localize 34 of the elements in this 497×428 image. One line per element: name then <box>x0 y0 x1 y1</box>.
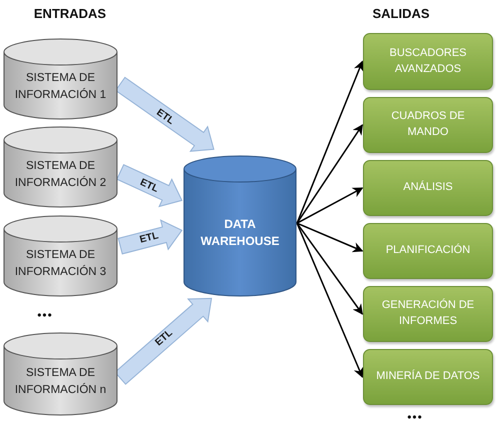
edge-label: ETL <box>138 230 160 246</box>
node-label: SISTEMA DE INFORMACIÓN n <box>14 366 108 398</box>
node-label: DATA WAREHOUSE <box>200 216 280 250</box>
block-arrow <box>116 164 183 208</box>
output-box <box>363 223 493 279</box>
node-label: SISTEMA DE INFORMACIÓN 3 <box>14 248 108 280</box>
block-arrow <box>118 219 183 254</box>
output-box <box>363 97 493 153</box>
edge-label: ETL <box>154 106 176 127</box>
block-arrow <box>115 76 214 152</box>
output-label: ANÁLISIS <box>402 180 454 196</box>
edge-label: ETL <box>153 328 175 349</box>
output-box <box>363 286 493 342</box>
arrow <box>296 222 363 315</box>
arrow <box>296 60 364 224</box>
output-box <box>363 33 493 90</box>
node-label: SISTEMA DE INFORMACIÓN 1 <box>14 71 108 103</box>
edge-label: ETL <box>138 177 160 196</box>
arrow <box>296 222 364 252</box>
arrow <box>296 187 364 224</box>
column-heading: ENTRADAS <box>34 6 106 21</box>
output-label: CUADROS DE MANDO <box>390 109 466 140</box>
output-box <box>363 349 493 405</box>
node-label: SISTEMA DE INFORMACIÓN 2 <box>14 159 108 191</box>
output-label: BUSCADORES AVANZADOS <box>388 46 468 76</box>
output-label: PLANIFICACIÓN <box>384 243 472 258</box>
output-box <box>363 160 493 216</box>
column-heading: SALIDAS <box>372 6 430 21</box>
ellipsis: ••• <box>407 410 423 424</box>
arrow <box>296 124 363 224</box>
ellipsis: ••• <box>37 308 53 322</box>
arrow <box>296 222 364 378</box>
output-label: MINERÍA DE DATOS <box>375 369 481 384</box>
output-label: GENERACIÓN DE INFORMES <box>380 298 476 329</box>
